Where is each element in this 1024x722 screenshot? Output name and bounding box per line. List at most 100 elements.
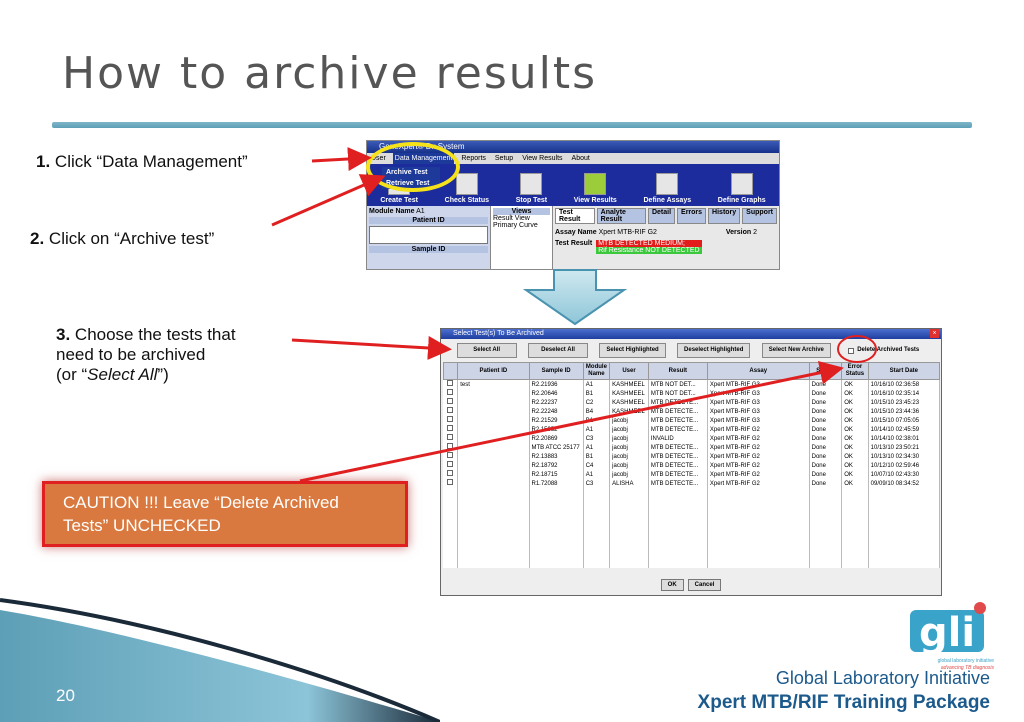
empty-row [443,520,941,528]
patient-id-field[interactable] [369,226,488,244]
column-header[interactable]: User [609,362,649,380]
row-checkbox-cell [443,389,459,398]
table-cell: 10/13/10 23:50:21 [868,443,941,452]
column-header[interactable]: Status [808,362,843,380]
menu-view-results[interactable]: View Results [522,155,563,162]
column-header[interactable]: Error Status [841,362,869,380]
empty-cell [609,496,649,504]
tab-analyte-result[interactable]: Analyte Result [596,208,646,224]
shot1-module-panel: Module Name A1 Patient ID Sample ID [367,206,491,269]
row-checkbox[interactable] [447,398,454,404]
row-checkbox[interactable] [447,434,454,440]
row-checkbox-cell [443,461,459,470]
table-cell: R2.22248 [529,407,584,416]
version-label: Version [725,229,752,236]
column-header[interactable]: Module Name [582,362,611,380]
row-checkbox[interactable] [447,425,454,431]
table-cell: jacobj [609,461,649,470]
row-checkbox[interactable] [447,470,454,476]
empty-cell [841,520,869,528]
column-header[interactable]: Sample ID [528,362,584,380]
select-highlighted-button[interactable]: Select Highlighted [599,343,666,358]
views-primary-curve[interactable]: Primary Curve [493,222,538,229]
define-assays-button[interactable]: Define Assays [644,173,691,204]
empty-row [443,496,941,504]
column-header[interactable]: Assay [706,362,810,380]
row-checkbox[interactable] [447,461,454,467]
table-cell: Done [809,389,843,398]
menu-about[interactable]: About [571,155,590,162]
table-cell: 10/16/10 02:36:58 [868,379,941,389]
row-checkbox[interactable] [447,416,454,422]
table-cell: B4 [583,407,611,416]
tab-test-result[interactable]: Test Result [555,208,595,224]
select-new-archive-button[interactable]: Select New Archive [761,343,831,358]
row-checkbox[interactable] [447,380,454,386]
tab-errors[interactable]: Errors [677,208,707,224]
row-checkbox[interactable] [447,407,454,413]
tab-detail[interactable]: Detail [647,208,676,224]
table-cell [457,470,530,479]
row-checkbox[interactable] [447,389,454,395]
tab-history[interactable]: History [708,208,741,224]
empty-cell [443,512,459,520]
empty-cell [443,552,459,560]
table-cell: A1 [583,379,611,389]
deselect-highlighted-button[interactable]: Deselect Highlighted [677,343,751,358]
step-3-line3-a: (or “ [56,365,88,384]
empty-cell [529,560,584,568]
select-all-button[interactable]: Select All [456,343,517,358]
column-header[interactable]: Result [647,362,708,380]
arrow-to-data-management [311,147,372,171]
empty-cell [609,544,649,552]
table-cell: 10/15/10 07:05:05 [868,416,941,425]
view-results-label: View Results [573,197,617,204]
stop-test-button[interactable]: Stop Test [516,173,547,204]
column-header[interactable]: Start Date [867,362,941,380]
empty-cell [841,536,869,544]
row-checkbox[interactable] [447,443,454,449]
delete-archived-checkbox[interactable] [848,347,855,354]
stop-test-label: Stop Test [515,197,548,204]
empty-cell [583,512,611,520]
cancel-button[interactable]: Cancel [687,579,722,591]
row-checkbox-cell [443,434,459,443]
close-icon[interactable]: × [930,329,939,338]
row-checkbox[interactable] [447,452,454,458]
views-result-view[interactable]: Result View [493,215,530,222]
tab-support[interactable]: Support [742,208,777,224]
table-cell: R2.13883 [529,452,584,461]
deselect-all-button[interactable]: Deselect All [528,343,589,358]
empty-cell [609,528,649,536]
empty-cell [868,512,941,520]
define-graphs-button[interactable]: Define Graphs [718,173,766,204]
column-header[interactable] [442,362,459,380]
table-cell: MTB DETECTE... [648,407,708,416]
row-checkbox[interactable] [447,479,454,485]
view-results-button[interactable]: View Results [574,173,617,204]
check-status-button[interactable]: Check Status [445,173,489,204]
empty-cell [707,496,810,504]
menu-setup[interactable]: Setup [494,155,514,162]
views-header: Views [493,208,550,215]
module-name-label: Module Name [369,208,415,215]
menu-reports[interactable]: Reports [461,155,486,162]
empty-cell [868,544,941,552]
column-header[interactable]: Patient ID [457,362,530,380]
ok-button[interactable]: OK [660,579,684,591]
check-status-icon [455,173,478,195]
step-1-text: Click “Data Management” [50,152,248,171]
